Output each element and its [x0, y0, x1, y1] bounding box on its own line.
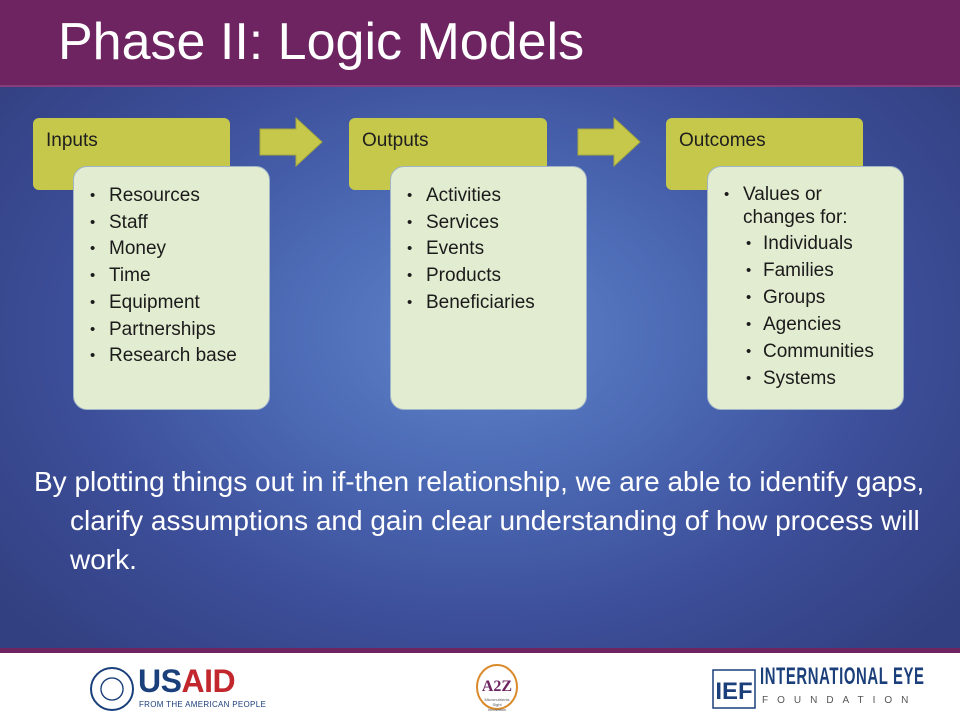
- list-item: Activities: [405, 183, 586, 210]
- list-item: Communities: [743, 338, 883, 365]
- outputs-heading: Outputs: [362, 130, 429, 151]
- usaid-logo: USAID: [138, 663, 236, 699]
- usaid-tagline: FROM THE AMERICAN PEOPLE: [139, 700, 267, 709]
- list-item: Groups: [743, 284, 883, 311]
- body-text: By plotting things out in if-then relati…: [34, 466, 925, 575]
- list-item: Agencies: [743, 311, 883, 338]
- list-item: Families: [743, 257, 883, 284]
- a2z-logo-icon: A2Z Micronutrients Sight Innovation: [476, 664, 518, 712]
- svg-text:Innovation: Innovation: [488, 707, 506, 712]
- inputs-heading: Inputs: [46, 130, 98, 151]
- list-item: Research base: [88, 343, 269, 370]
- list-item: Money: [88, 236, 269, 263]
- list-item: Systems: [743, 365, 883, 392]
- inputs-list: Resources Staff Money Time Equipment Par…: [88, 183, 269, 370]
- slide-title: Phase II: Logic Models: [58, 13, 585, 71]
- list-item: Partnerships: [88, 317, 269, 344]
- ief-foundation: FOUNDATION: [762, 695, 918, 706]
- list-item: Resources: [88, 183, 269, 210]
- svg-text:Sight: Sight: [492, 702, 502, 707]
- usaid-seal-icon: [90, 667, 134, 711]
- list-item: Values or changes for: Individuals Famil…: [722, 183, 883, 392]
- usaid-logo-aid: AID: [181, 663, 236, 699]
- list-item: Products: [405, 263, 586, 290]
- list-item: Equipment: [88, 290, 269, 317]
- outcomes-sublist: Individuals Families Groups Agencies Com…: [743, 230, 883, 392]
- list-item: Events: [405, 236, 586, 263]
- list-item: Beneficiaries: [405, 290, 586, 317]
- usaid-logo-us: US: [138, 663, 182, 699]
- svg-text:IEF: IEF: [715, 678, 752, 705]
- outcomes-list: Values or changes for: Individuals Famil…: [722, 183, 903, 392]
- outputs-box: Activities Services Events Products Bene…: [390, 166, 587, 410]
- list-item: Individuals: [743, 230, 883, 257]
- title-bar: Phase II: Logic Models: [0, 0, 960, 87]
- outcomes-heading: Outcomes: [679, 130, 766, 151]
- outputs-list: Activities Services Events Products Bene…: [405, 183, 586, 317]
- right-arrow-icon: [259, 116, 323, 168]
- inputs-box: Resources Staff Money Time Equipment Par…: [73, 166, 270, 410]
- outcomes-box: Values or changes for: Individuals Famil…: [707, 166, 904, 410]
- svg-text:A2Z: A2Z: [482, 678, 512, 695]
- outcomes-intro: Values or changes for:: [743, 184, 848, 228]
- list-item: Time: [88, 263, 269, 290]
- ief-monogram-icon: IEF: [712, 669, 756, 709]
- ief-name: INTERNATIONAL EYE: [760, 663, 925, 690]
- svg-text:Micronutrients: Micronutrients: [484, 697, 509, 702]
- list-item: Services: [405, 210, 586, 237]
- right-arrow-icon: [577, 116, 641, 168]
- list-item: Staff: [88, 210, 269, 237]
- footer: USAID FROM THE AMERICAN PEOPLE A2Z Micro…: [0, 648, 960, 720]
